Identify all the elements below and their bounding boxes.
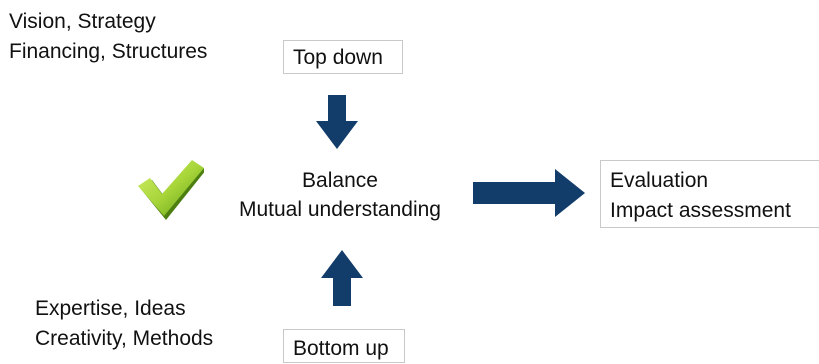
checkmark-icon xyxy=(138,160,204,220)
evaluation-box: Evaluation Impact assessment xyxy=(600,160,819,228)
expertise-ideas-text: Expertise, Ideas xyxy=(35,297,186,320)
bottom-left-label-group: Expertise, Ideas Creativity, Methods xyxy=(35,294,213,354)
top-left-label-group: Vision, Strategy Financing, Structures xyxy=(9,7,207,67)
mutual-understanding-text: Mutual understanding xyxy=(239,198,441,221)
evaluation-text: Evaluation xyxy=(610,169,709,192)
creativity-methods-text: Creativity, Methods xyxy=(35,327,214,350)
balance-text: Balance xyxy=(302,169,378,192)
impact-assessment-text: Impact assessment xyxy=(610,199,791,222)
financing-structures-text: Financing, Structures xyxy=(9,40,208,63)
bottom-up-label: Bottom up xyxy=(293,337,389,360)
arrow-down-icon xyxy=(316,95,358,149)
top-down-label: Top down xyxy=(293,46,383,69)
arrow-up-icon xyxy=(321,250,363,306)
bottom-up-box: Bottom up xyxy=(283,329,405,363)
top-down-box: Top down xyxy=(283,40,403,74)
arrow-right-icon xyxy=(473,169,585,217)
balance-text-group: Balance Mutual understanding xyxy=(220,166,460,224)
vision-strategy-text: Vision, Strategy xyxy=(9,10,156,33)
